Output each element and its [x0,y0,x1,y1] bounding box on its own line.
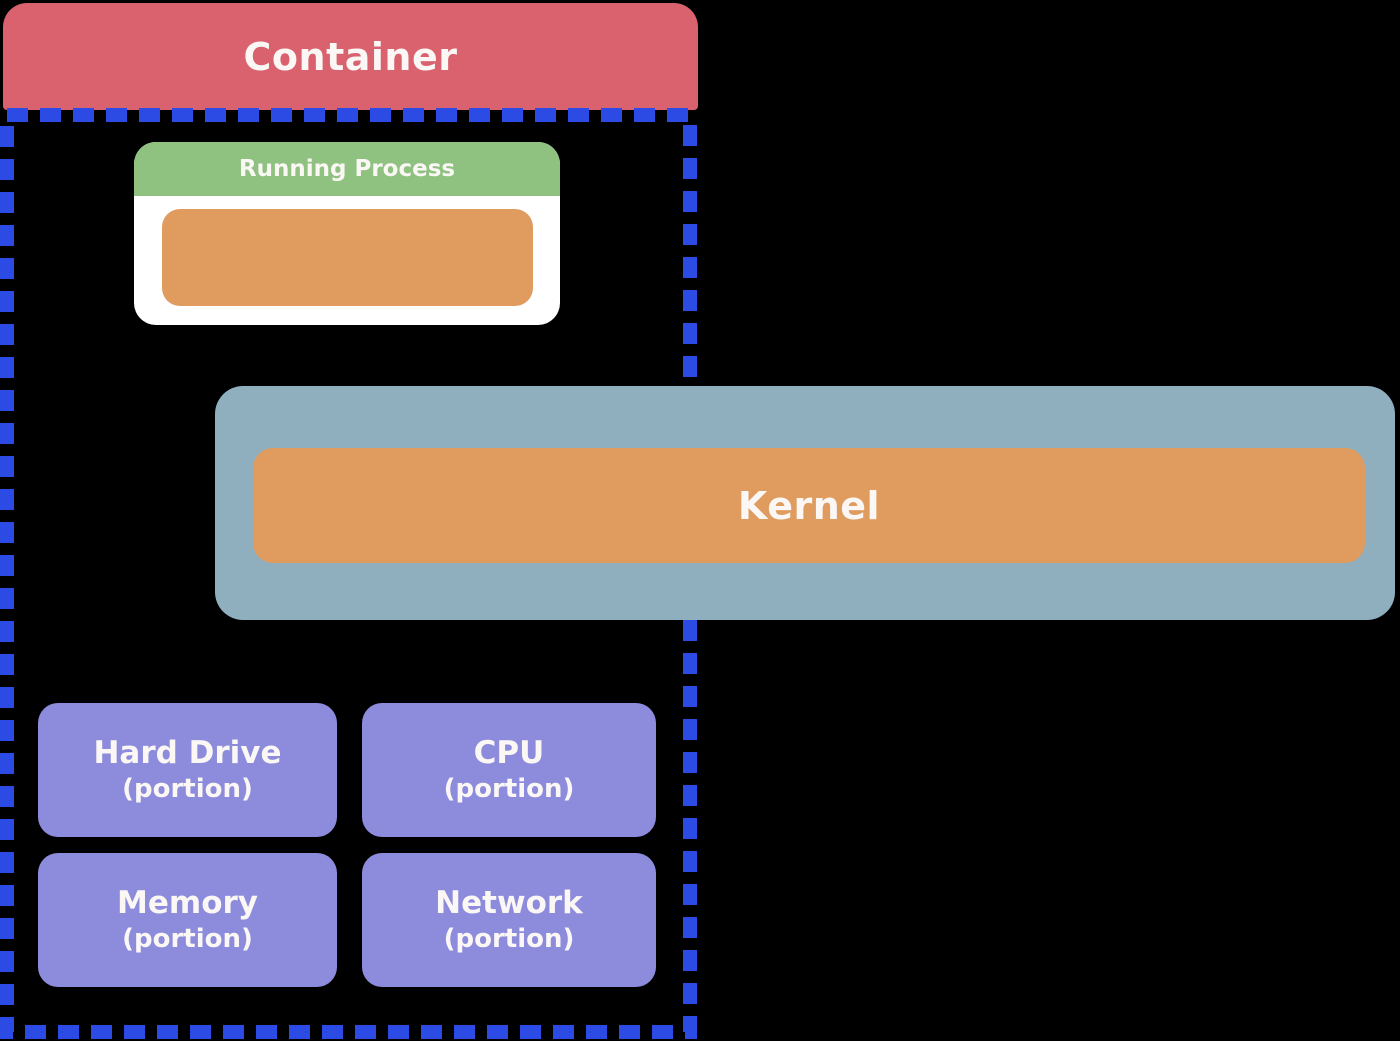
container-label: Container [243,34,458,79]
running-process-label: Running Process [238,156,456,182]
resource-hard-drive: Hard Drive (portion) [38,703,337,837]
resource-memory: Memory (portion) [38,853,337,987]
resource-title: Memory [117,885,258,922]
resource-cpu: CPU (portion) [362,703,656,837]
resource-subtitle: (portion) [443,924,575,955]
resource-title: Hard Drive [93,735,282,772]
resource-subtitle: (portion) [443,774,575,805]
resource-title: Network [435,885,583,922]
kernel-bar: Kernel [253,448,1365,563]
running-process-bar [162,209,533,306]
resource-network: Network (portion) [362,853,656,987]
resource-subtitle: (portion) [122,924,253,955]
kernel-label: Kernel [737,483,881,528]
resource-title: CPU [473,735,545,772]
kernel-outer-box: Kernel [215,386,1395,620]
resource-subtitle: (portion) [122,774,253,805]
running-process-header: Running Process [134,142,560,196]
running-process-card: Running Process [134,142,560,325]
container-box: Container [3,3,698,110]
